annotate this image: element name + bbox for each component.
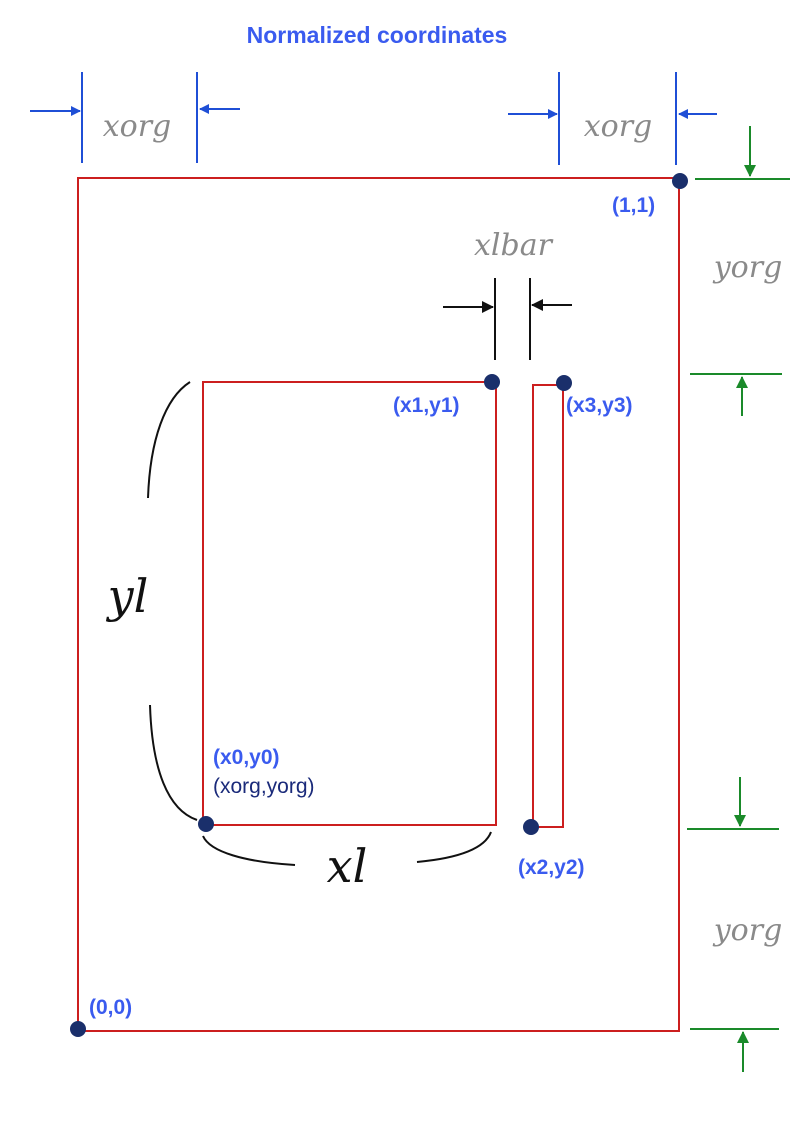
point-x3-y3-dot	[556, 375, 572, 391]
xorg-left-dimension: xorg	[30, 72, 240, 163]
point-x2-y2-label: (x2,y2)	[518, 856, 585, 879]
yorg-top-label: yorg	[712, 250, 783, 285]
plot-area-rect	[202, 381, 497, 826]
outer-frame	[77, 177, 680, 1032]
point-x0-y0-label: (x0,y0)	[213, 746, 280, 769]
point-x0-y0-dot	[198, 816, 214, 832]
yorg-top-dimension: yorg	[690, 126, 790, 416]
xlbar-label: xlbar	[474, 228, 554, 263]
point-x1-y1-dot	[484, 374, 500, 390]
point-x2-y2-dot	[523, 819, 539, 835]
yl-label: yl	[106, 569, 149, 623]
xl-brace: xl	[202, 831, 492, 893]
xl-label: xl	[327, 839, 368, 893]
point-1-1-label: (1,1)	[612, 194, 655, 217]
color-bar-rect	[532, 384, 564, 828]
point-1-1-dot	[672, 173, 688, 189]
yorg-bottom-dimension: yorg	[687, 777, 782, 1072]
yorg-bottom-label: yorg	[712, 913, 783, 948]
point-xorg-yorg-label: (xorg,yorg)	[213, 775, 315, 798]
point-x1-y1-label: (x1,y1)	[393, 394, 460, 417]
yl-brace: yl	[106, 381, 198, 821]
xorg-right-label: xorg	[584, 109, 653, 144]
point-x3-y3-label: (x3,y3)	[566, 394, 633, 417]
diagram-title: Normalized coordinates	[247, 22, 508, 48]
xlbar-dimension: xlbar	[443, 228, 572, 360]
xorg-left-label: xorg	[103, 109, 172, 144]
point-0-0-label: (0,0)	[89, 996, 132, 1019]
xorg-right-dimension: xorg	[508, 72, 717, 165]
point-0-0-dot	[70, 1021, 86, 1037]
